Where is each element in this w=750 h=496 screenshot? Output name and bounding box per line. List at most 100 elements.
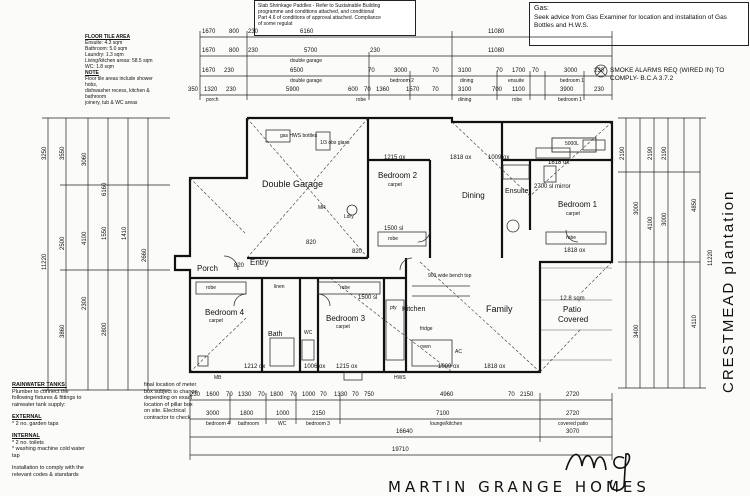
top-dim: 6160 <box>300 29 314 35</box>
rainwater-title: RAINWATER TANKS: <box>12 382 67 388</box>
top-dim: 11080 <box>488 29 505 35</box>
estate-name: CRESTMEAD plantation <box>720 189 737 393</box>
top-dim: 600 <box>348 87 359 93</box>
gas-hws-label: gas HWS bottles <box>280 133 318 139</box>
inner-dim: 2700 sl mirror <box>534 184 571 190</box>
top-dim: 1320 <box>204 87 218 93</box>
bedroom-2-floor: carpet <box>388 182 402 188</box>
bottom-dim-label: bathroom <box>238 421 260 427</box>
robe-label: robe <box>388 236 399 242</box>
bottom-dim-label: bedroom 3 <box>306 421 330 427</box>
top-dim-label: porch <box>206 97 219 103</box>
obs-glass-label: 1/3 obs glass <box>320 140 350 146</box>
pantry-label: pty <box>390 305 397 311</box>
bottom-dim: 1800 <box>270 392 284 398</box>
slab-note-line-3: Part 4.6 of conditions of approval attac… <box>258 15 381 21</box>
right-dim: 4100 <box>648 216 654 230</box>
inner-dim: 1215 ox <box>336 364 358 370</box>
top-dim-label: ensuite <box>508 78 525 84</box>
oven-label: oven <box>420 344 431 350</box>
bottom-dim: 70 <box>320 392 327 398</box>
left-dim: 3550 <box>60 146 66 160</box>
bottom-dim-label: lounge/kitchen <box>430 421 463 427</box>
top-dim: 3100 <box>458 68 472 74</box>
room-bedroom-2: Bedroom 2 <box>378 171 418 180</box>
left-dim: 3060 <box>82 152 88 166</box>
top-dim: 230 <box>224 68 235 74</box>
inner-dim: 900 wide bench top <box>428 273 472 279</box>
inner-dim: 1818 ox <box>548 160 570 166</box>
bottom-dim: 70 <box>290 392 297 398</box>
top-dim: 3100 <box>458 87 472 93</box>
ac-label: AC <box>455 349 462 355</box>
fridge-label: fridge <box>420 326 433 332</box>
meter-note-line: final location of meter <box>144 382 197 388</box>
top-dim: 70 <box>364 87 371 93</box>
room-bedroom-1: Bedroom 1 <box>558 200 598 209</box>
room-ensuite: Ensuite <box>505 188 529 195</box>
rainwater-notes: RAINWATER TANKS: Plumber to connect the … <box>12 382 122 478</box>
inner-dim: 1500 sl <box>384 226 404 232</box>
bottom-dim: 4960 <box>440 392 454 398</box>
right-dim: 2190 <box>648 146 654 160</box>
top-dim-label: bedroom 1 <box>558 97 582 103</box>
bottom-dim: 3070 <box>566 429 580 435</box>
meter-room-label: MR <box>318 205 326 211</box>
gas-note-box <box>529 2 749 46</box>
top-dim: 1670 <box>202 29 216 35</box>
top-dim: 800 <box>229 29 240 35</box>
room-bath: Bath <box>268 331 283 338</box>
top-dim: 800 <box>229 48 240 54</box>
slab-note-line-2: programme and conditions attached, and c… <box>258 9 375 15</box>
bottom-dim: 16640 <box>396 429 413 435</box>
top-dim: 6500 <box>290 68 304 74</box>
room-patio: Patio <box>563 305 582 314</box>
hws-label: HWS <box>394 375 406 381</box>
top-dim: 230 <box>226 87 237 93</box>
mg-logo <box>565 453 631 492</box>
top-dim: 1670 <box>202 48 216 54</box>
bottom-dim: 2720 <box>566 411 580 417</box>
left-dim: 1550 <box>102 226 108 240</box>
left-dim: 2300 <box>82 296 88 310</box>
left-dim: 6160 <box>102 182 108 196</box>
left-dim: 11220 <box>42 253 48 270</box>
floor-tile-item: Laundry: 1.3 sqm <box>85 52 124 58</box>
top-dim: 230 <box>248 48 259 54</box>
bottom-dim: 2150 <box>312 411 326 417</box>
floor-tile-item: WC: 1.8 sqm <box>85 64 114 70</box>
meter-note-line: box subject to change <box>144 388 198 395</box>
meter-note-line: location of pillar box <box>144 401 193 408</box>
top-dim-label: double garage <box>290 78 322 84</box>
floor-tile-notes: FLOOR TILE AREA Ensuite: 4.3 sqm Bathroo… <box>85 34 155 106</box>
left-dim: 3860 <box>60 324 66 338</box>
top-dim: 230 <box>370 48 381 54</box>
gas-note-text: Seek advice from Gas Examiner for locati… <box>534 14 727 29</box>
inner-dim: 820 <box>352 249 363 255</box>
room-entry: Entry <box>250 258 269 267</box>
note-line: joinery, tub & WC areas <box>85 100 138 106</box>
left-dim: 1410 <box>122 226 128 240</box>
top-dim: 5900 <box>286 87 300 93</box>
inner-dim: 1006 ox <box>304 364 326 370</box>
installation-line: relevant codes & standards <box>12 471 79 478</box>
top-dim: 3000 <box>564 68 578 74</box>
top-dim-label: bedroom 1 <box>560 78 584 84</box>
right-dim: 3000 <box>662 212 668 226</box>
meter-box-note: final location of meter box subject to c… <box>144 382 206 421</box>
bottom-dim-label: WC <box>278 421 287 427</box>
note-line: dishwasher recess, kitchen & bathroom <box>85 88 150 100</box>
top-dim: 1670 <box>202 68 216 74</box>
external-title: EXTERNAL <box>12 414 42 420</box>
bottom-dim-label: covered patio <box>558 421 589 427</box>
patio-area: 12.8 sqm <box>560 296 585 302</box>
room-double-garage: Double Garage <box>262 179 324 189</box>
bottom-dim: 1000 <box>276 411 290 417</box>
bottom-dim: 1330 <box>334 392 348 398</box>
laundry-label: Ldry <box>344 214 354 220</box>
top-dim-label: robe <box>356 97 367 103</box>
bedroom-3-floor: carpet <box>336 324 350 330</box>
rainwater-line: Plumber to connect the <box>12 388 69 395</box>
bottom-dim: 2720 <box>566 392 580 398</box>
top-dim: 70 <box>532 68 539 74</box>
